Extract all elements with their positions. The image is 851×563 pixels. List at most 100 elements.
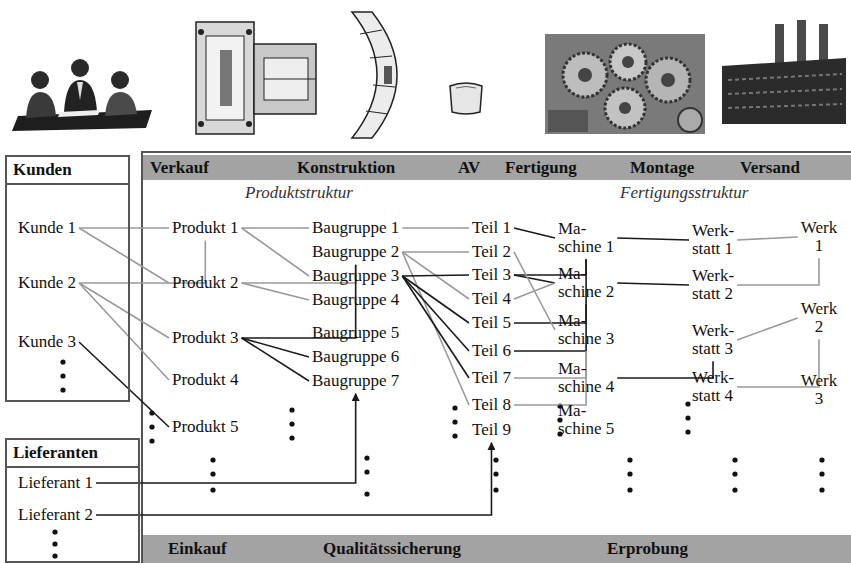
drawing-part	[685, 401, 690, 406]
department-name: Fertigung	[505, 155, 577, 180]
drawing-part	[60, 373, 65, 378]
drawing-part	[60, 387, 65, 392]
drawing-part	[105, 92, 137, 116]
structure-item: Kunde 1	[18, 218, 76, 238]
item-name: Teil 8	[472, 395, 511, 415]
structure-item: Teil 9	[472, 420, 511, 440]
item-name: Kunde 2	[18, 273, 76, 293]
ellipsis-dots	[52, 359, 824, 558]
drawing-part	[610, 44, 646, 80]
drawing-part	[678, 108, 702, 132]
item-name: Werk- statt 1	[692, 222, 748, 259]
item-name: Baugruppe 3	[312, 266, 399, 286]
structure-item: Werk- statt 2	[692, 267, 748, 304]
department-name: Versand	[740, 155, 800, 180]
item-name: Werk- statt 2	[692, 267, 748, 304]
item-name: Ma- schine 5	[558, 402, 622, 439]
item-name: Kunde 3	[18, 332, 76, 352]
connector-line	[514, 275, 555, 283]
structure-item: Produkt 2	[172, 273, 239, 293]
connector-line	[617, 283, 689, 285]
drawing-part	[220, 50, 232, 106]
drawing-part	[210, 487, 215, 492]
drawing-part	[71, 59, 89, 77]
structure-item: Teil 4	[472, 289, 511, 309]
connector-line	[737, 237, 798, 240]
item-name: Ma- schine 3	[558, 312, 622, 349]
drawing-part	[264, 79, 316, 80]
drawing-part	[210, 471, 215, 476]
bearing-segment	[352, 12, 397, 138]
drawing-part	[493, 487, 498, 492]
drawing-part	[646, 58, 690, 102]
connector-line	[617, 238, 689, 240]
drawing-part	[605, 88, 645, 128]
drawing-part	[364, 469, 369, 474]
drawing-part	[77, 82, 83, 100]
item-name: Produkt 1	[172, 218, 239, 238]
factory-picture	[722, 20, 846, 124]
connector-line	[402, 251, 469, 253]
connector-line	[402, 227, 469, 229]
item-name: Teil 3	[472, 265, 511, 285]
drawing-part	[722, 58, 846, 124]
connector-line	[737, 318, 798, 340]
item-name: Teil 5	[472, 313, 511, 333]
department-name: Konstruktion	[297, 155, 395, 180]
drawing-part	[198, 121, 204, 127]
item-name: Teil 1	[472, 218, 511, 238]
drawing-part	[141, 151, 851, 153]
structure-item: Ma- schine 3	[558, 312, 622, 349]
drawing-part	[728, 74, 842, 80]
drawing-part	[26, 92, 56, 118]
drawing-part	[52, 529, 57, 534]
connector-line	[242, 338, 309, 381]
connector-line	[79, 342, 169, 427]
drawing-part	[452, 433, 457, 438]
drawing-part	[728, 89, 842, 94]
drawing-part	[619, 102, 631, 114]
structure-item: Lieferant 1	[18, 473, 93, 493]
drawing-part	[452, 405, 457, 410]
item-name: Baugruppe 6	[312, 347, 399, 367]
structure-item: Werk- statt 3	[692, 322, 748, 359]
drawing-part	[364, 455, 369, 460]
department-band: EinkaufQualitätssicherungErprobung	[143, 535, 851, 563]
drawing-part	[548, 110, 588, 132]
item-name: Werk- statt 3	[692, 322, 748, 359]
structure-item: Ma- schine 1	[558, 220, 622, 257]
structure-item: Baugruppe 5	[312, 323, 399, 343]
drawing-part	[370, 56, 392, 58]
structure-item: Lieferant 2	[18, 505, 93, 525]
item-name: Baugruppe 4	[312, 290, 399, 310]
connector-line	[79, 227, 169, 229]
drawing-part	[52, 553, 57, 558]
drawing-part	[360, 30, 382, 34]
department-name: AV	[458, 155, 480, 180]
connector-line	[79, 283, 169, 338]
drawing-part	[246, 121, 252, 127]
connector-line	[514, 252, 555, 330]
drawing-part	[685, 415, 690, 420]
structure-item: Werk- statt 4	[692, 369, 748, 406]
item-name: Werk 3	[797, 372, 841, 409]
drawing-part	[450, 83, 482, 114]
item-name: Lieferant 1	[18, 473, 93, 493]
department-band: VerkaufKonstruktionAVFertigungMontageVer…	[143, 155, 851, 180]
drawing-part	[775, 24, 784, 64]
drawing-part	[732, 457, 737, 462]
drawing-part	[622, 56, 634, 68]
department-name: Einkauf	[168, 535, 227, 563]
structure-item: Produkt 3	[172, 328, 239, 348]
drawing-part	[60, 359, 65, 364]
meeting-picture	[12, 59, 152, 131]
structure-item: Werk 1	[797, 219, 841, 256]
connector-line	[402, 276, 469, 323]
drawing-part	[206, 36, 244, 120]
structure-item: Baugruppe 2	[312, 242, 399, 262]
department-name: Erprobung	[607, 535, 688, 563]
drawing-part	[456, 87, 476, 89]
item-name: Teil 6	[472, 341, 511, 361]
drawing-part	[545, 34, 705, 134]
